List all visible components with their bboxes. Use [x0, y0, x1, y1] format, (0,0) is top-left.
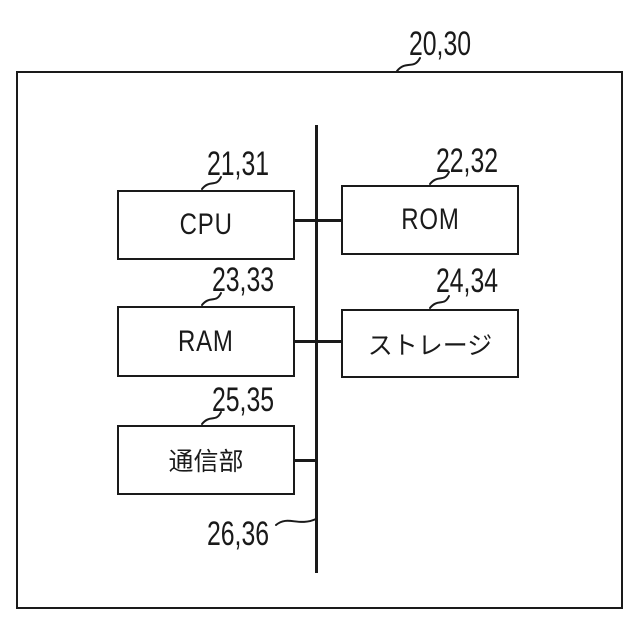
- rom-block-label: ROM: [400, 203, 460, 236]
- ref-label-bus: 26,36: [206, 515, 270, 553]
- leader-line-bus-icon: [275, 518, 317, 526]
- leader-line-ram-icon: [201, 292, 222, 306]
- ref-label-cpu: 21,31: [206, 145, 270, 183]
- ram-block-label: RAM: [178, 324, 234, 358]
- bus-line: [315, 125, 318, 573]
- storage-block: ストレージ: [341, 309, 519, 378]
- communication-block-label: 通信部: [168, 448, 244, 476]
- ref-label-communication: 25,35: [211, 381, 275, 419]
- ref-label-storage: 24,34: [435, 262, 499, 300]
- connector-cpu-rom: [295, 219, 341, 222]
- leader-line-rom-icon: [429, 171, 450, 185]
- leader-line-storage-icon: [429, 295, 450, 309]
- ram-block: RAM: [117, 306, 295, 377]
- rom-block: ROM: [341, 185, 519, 255]
- cpu-block: CPU: [117, 190, 295, 260]
- leader-line-communication-icon: [201, 411, 222, 425]
- connector-ram-storage: [295, 340, 341, 343]
- leader-line-device-icon: [396, 57, 421, 72]
- cpu-block-label: CPU: [179, 208, 233, 241]
- leader-line-cpu-icon: [201, 176, 222, 190]
- ref-label-ram: 23,33: [211, 261, 275, 299]
- ref-label-rom: 22,32: [435, 142, 499, 180]
- communication-block: 通信部: [117, 425, 295, 495]
- storage-block-label: ストレージ: [367, 331, 493, 360]
- connector-communication-bus: [295, 459, 317, 462]
- ref-label-device: 20,30: [408, 25, 472, 63]
